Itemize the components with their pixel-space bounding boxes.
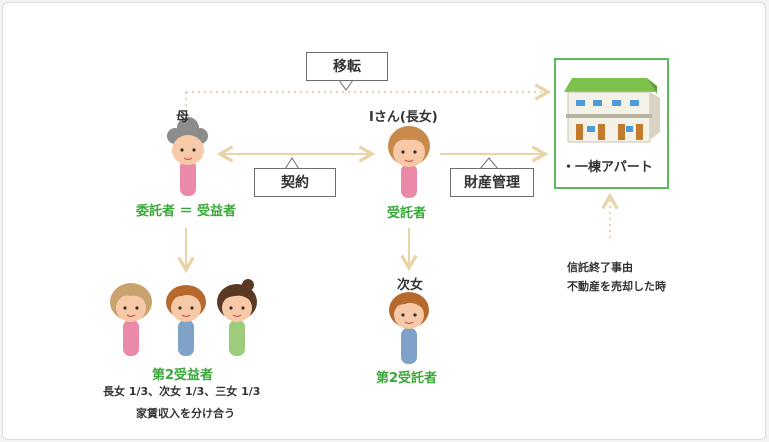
second-daughter-figure-icon (389, 292, 429, 364)
apartment-building-icon (564, 78, 660, 143)
mother-figure-icon (167, 117, 208, 196)
contract-callout: 契約 (254, 168, 336, 197)
management-callout: 財産管理 (450, 168, 534, 197)
beneficiary-shares: 長女 1/3、次女 1/3、三女 1/3 (103, 385, 261, 398)
contract-callout-tail (284, 157, 300, 170)
management-callout-tail (479, 157, 499, 170)
transfer-callout: 移転 (306, 52, 388, 81)
second-daughter-role: 第2受託者 (376, 371, 438, 386)
property-label: ・一棟アパート (562, 160, 653, 175)
termination-line-2: 不動産を売却した時 (567, 280, 666, 293)
beneficiary-eldest-icon (110, 283, 152, 356)
eldest-daughter-name: Ⅰさん(長女) (369, 110, 438, 125)
beneficiary-second-icon (166, 285, 206, 356)
rent-sharing-note: 家賃収入を分け合う (136, 407, 235, 420)
mother-role: 委託者 ＝ 受益者 (136, 204, 237, 219)
eldest-daughter-role: 受託者 (387, 206, 427, 221)
beneficiary-third-icon (217, 279, 257, 356)
transfer-callout-tail (338, 79, 354, 91)
termination-line-1: 信託終了事由 (567, 261, 633, 274)
mother-name: 母 (176, 110, 190, 125)
second-beneficiary-title: 第2受益者 (152, 368, 214, 383)
eldest-daughter-figure-icon (388, 126, 430, 198)
second-daughter-name: 次女 (397, 278, 424, 293)
